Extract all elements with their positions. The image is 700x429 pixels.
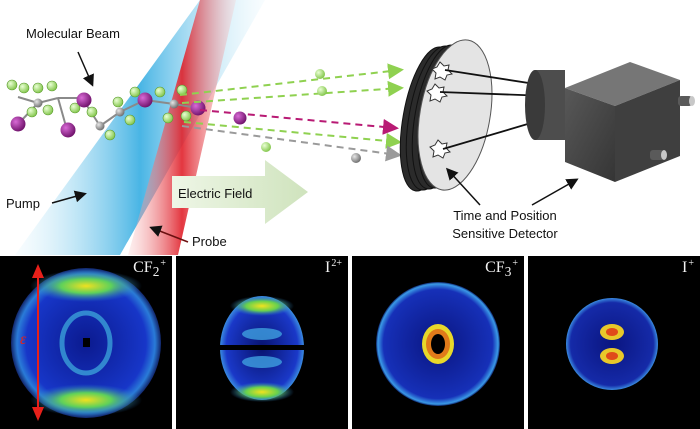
detector-plates: [399, 39, 493, 192]
ion-subscript: 3: [504, 264, 512, 280]
detector-label: Time and Position Sensitive Detector: [410, 207, 600, 243]
ion-label-i2: I2+: [325, 258, 342, 280]
probe-label: Probe: [192, 234, 227, 249]
ion-label-i: I+: [682, 258, 694, 280]
ion-name: CF: [133, 259, 153, 276]
polarization-label: ε: [20, 331, 27, 348]
probe-pointer: [149, 225, 189, 243]
molecular-beam-pointer: [77, 51, 94, 87]
molecular-beam-label: Molecular Beam: [26, 26, 120, 41]
ion-name: I: [325, 259, 331, 276]
ion-name: CF: [485, 259, 505, 276]
ion-charge: +: [512, 258, 518, 269]
pump-label: Pump: [6, 196, 40, 211]
detector-pointer-left: [445, 167, 481, 206]
ion-charge: +: [688, 258, 694, 269]
image-panel-i2: I2+: [176, 256, 348, 429]
detector-label-line1: Time and Position: [453, 208, 557, 223]
ion-label-cf3: CF3+: [485, 258, 518, 280]
ion-label-cf2: CF2+: [133, 258, 166, 280]
detector-label-line2: Sensitive Detector: [452, 226, 558, 241]
electric-field-arrow: [172, 160, 308, 224]
image-panel-i: I+: [528, 256, 700, 429]
image-panel-cf3: CF3+: [352, 256, 524, 429]
iodine-atoms: [10, 92, 206, 138]
detector-pointer-right: [531, 178, 579, 206]
fragment-trajectories: [179, 63, 404, 162]
electronics-box: [525, 62, 695, 182]
ion-image-cf3: [376, 282, 500, 406]
ion-subscript: 2: [152, 264, 160, 280]
pump-pointer: [51, 190, 87, 204]
ion-image-cf2: [11, 268, 161, 418]
flying-fragments: [233, 69, 361, 163]
detector-hits: [426, 61, 454, 159]
ion-charge: 2+: [331, 258, 342, 269]
fluorine-atoms: [6, 79, 192, 141]
experiment-schematic: [6, 0, 695, 255]
ion-name: I: [682, 259, 688, 276]
image-panel-cf2: CF2+: [0, 256, 172, 429]
ion-image-i2: [220, 296, 304, 402]
probe-beam: [128, 0, 236, 255]
polarization-arrow: [32, 264, 44, 421]
ion-charge: +: [160, 258, 166, 269]
electric-field-label: Electric Field: [178, 186, 253, 201]
ion-image-i: [566, 298, 658, 390]
